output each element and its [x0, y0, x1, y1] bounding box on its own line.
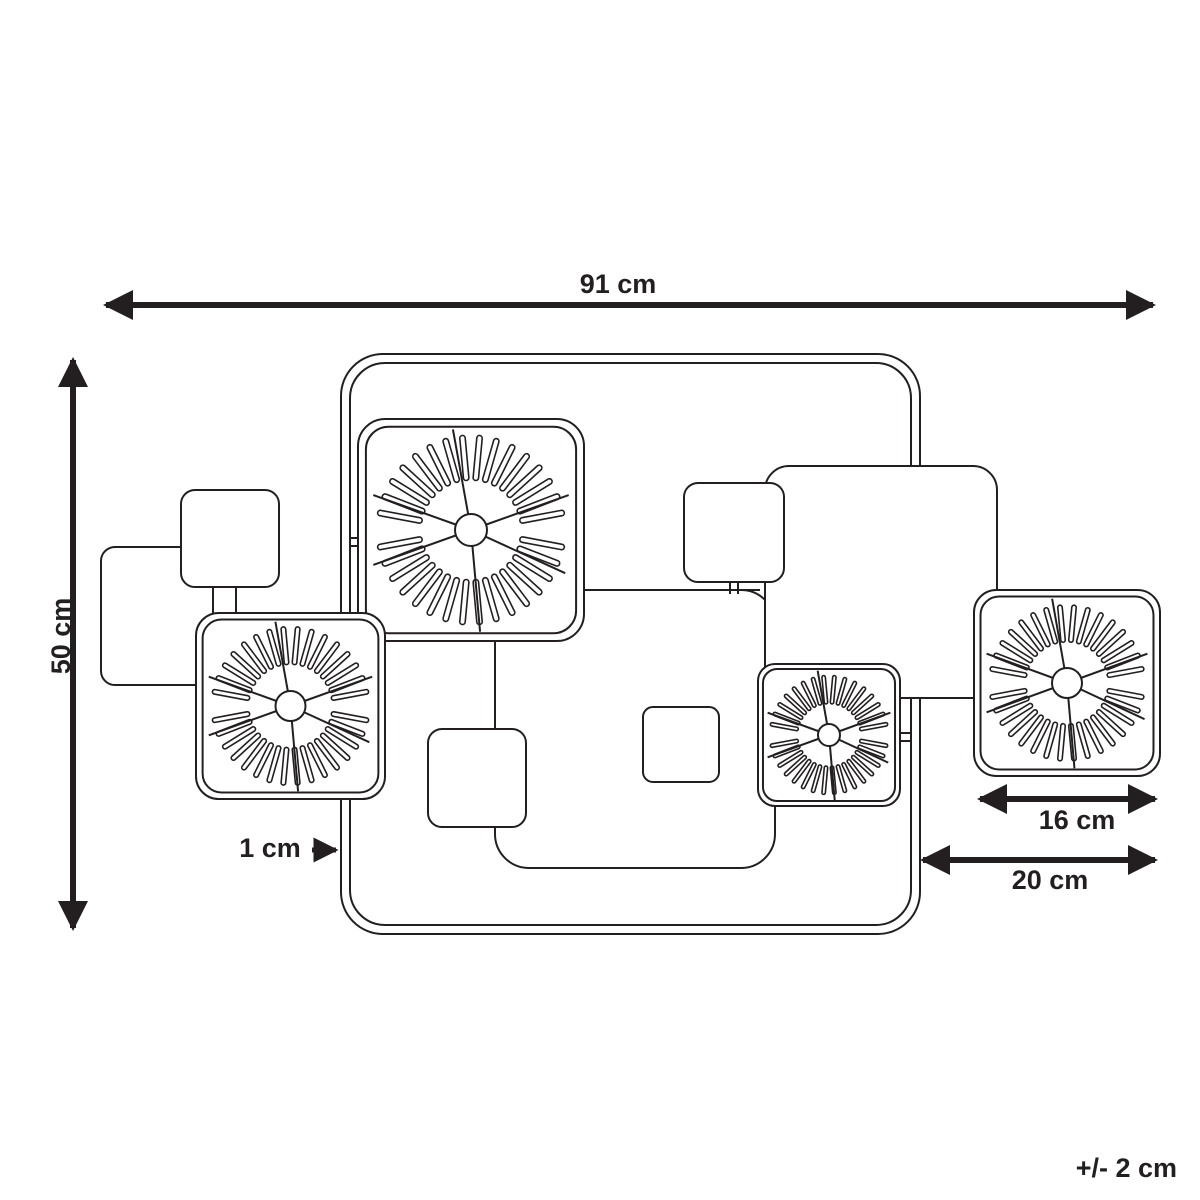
medallion-far-right: [973, 589, 1161, 777]
dim-thickness-label: 1 cm: [239, 833, 301, 863]
dim-medallion-label: 16 cm: [1039, 805, 1116, 835]
left-small-square: [180, 489, 280, 588]
medallion-left: [195, 612, 386, 800]
center-small-square: [642, 706, 720, 783]
dim-right-offset: 20 cm: [920, 845, 1158, 895]
dim-height-label: 50 cm: [46, 598, 76, 675]
dim-width: 91 cm: [103, 269, 1156, 320]
dim-medallion: 16 cm: [977, 784, 1158, 835]
dim-right-offset-label: 20 cm: [1012, 865, 1089, 895]
tolerance-note: +/- 2 cm: [1076, 1153, 1177, 1183]
medallion-center-right: [757, 663, 901, 807]
center-left-square: [427, 728, 527, 828]
wall-art: [100, 353, 1161, 935]
dim-width-label: 91 cm: [580, 269, 657, 299]
dim-thickness: 1 cm: [239, 833, 377, 863]
top-right-small-square: [683, 482, 785, 583]
dim-height: 50 cm: [46, 357, 88, 931]
medallion-top-left: [357, 418, 585, 642]
